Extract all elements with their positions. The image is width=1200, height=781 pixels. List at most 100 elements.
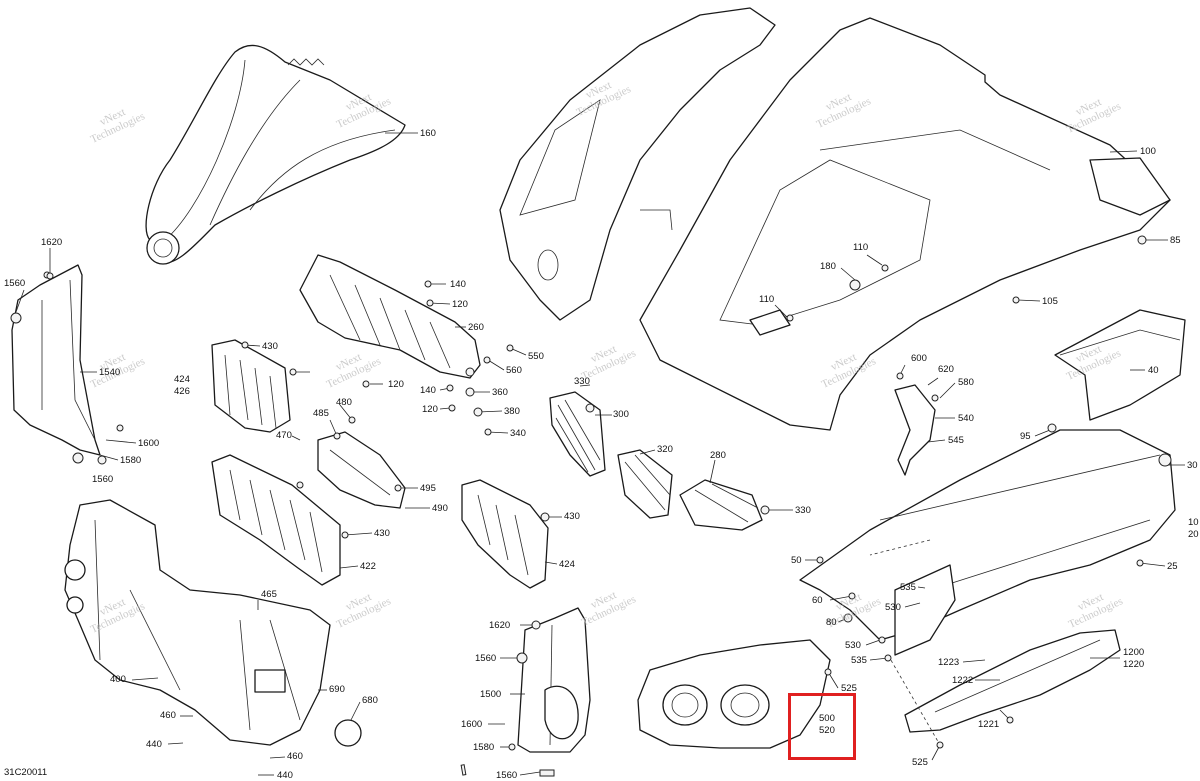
callout-1200: 1200 <box>1123 647 1145 658</box>
callout-100: 100 <box>1140 146 1156 157</box>
callout-520: 520 <box>819 725 835 736</box>
part-1500-right-panel <box>517 607 591 753</box>
callout-485: 485 <box>313 408 329 419</box>
callout-180: 180 <box>820 261 836 272</box>
callout-430: 430 <box>262 341 278 352</box>
callout-1580: 1580 <box>473 742 495 753</box>
callout-1620: 1620 <box>41 237 63 248</box>
callout-120: 120 <box>452 299 468 310</box>
callout-440: 440 <box>146 739 162 750</box>
callout-330: 330 <box>574 376 590 387</box>
callout-460: 460 <box>287 751 303 762</box>
callout-465: 465 <box>261 589 277 600</box>
part-424-side-vent <box>461 479 549 589</box>
callout-380: 380 <box>504 406 520 417</box>
assembly-line-535 <box>869 539 931 556</box>
callout-1560: 1560 <box>475 653 497 664</box>
callout-530: 530 <box>885 602 901 613</box>
callout-1560: 1560 <box>92 474 114 485</box>
callout-260: 260 <box>468 322 484 333</box>
part-280-mesh <box>679 479 763 531</box>
callout-105: 105 <box>1042 296 1058 307</box>
callout-540: 540 <box>958 413 974 424</box>
part-260-grille-frame <box>299 254 481 379</box>
callout-20: 20 <box>1188 529 1199 540</box>
callout-1221: 1221 <box>978 719 1000 730</box>
callout-400: 400 <box>110 674 126 685</box>
callout-550: 550 <box>528 351 544 362</box>
callout-680: 680 <box>362 695 378 706</box>
hardware-fasteners <box>46 235 1172 777</box>
callout-422: 422 <box>360 561 376 572</box>
callout-424: 424 <box>174 374 190 385</box>
callout-535: 535 <box>851 655 867 666</box>
callout-1220: 1220 <box>1123 659 1145 670</box>
callout-426: 426 <box>174 386 190 397</box>
drawing-code: 31C20011 <box>4 767 48 778</box>
callout-95: 95 <box>1020 431 1031 442</box>
callout-25: 25 <box>1167 561 1178 572</box>
callout-160: 160 <box>420 128 436 139</box>
callout-leaders <box>15 132 1185 776</box>
callout-490: 490 <box>432 503 448 514</box>
callout-1560: 1560 <box>496 770 518 781</box>
part-500-headlight-cover <box>637 639 831 749</box>
callout-1620: 1620 <box>489 620 511 631</box>
part-100-main-body <box>639 17 1171 431</box>
callout-535: 535 <box>900 582 916 593</box>
callout-140: 140 <box>450 279 466 290</box>
callout-330: 330 <box>795 505 811 516</box>
part-490-bracket <box>317 431 406 509</box>
callout-1500: 1500 <box>480 689 502 700</box>
part-540-bracket <box>894 384 936 476</box>
assembly-line-525 <box>887 654 941 746</box>
callout-600: 600 <box>911 353 927 364</box>
callout-480: 480 <box>336 397 352 408</box>
callout-530: 530 <box>845 640 861 651</box>
callout-690: 690 <box>329 684 345 695</box>
callout-360: 360 <box>492 387 508 398</box>
part-400-lower-front <box>64 499 331 746</box>
callout-440: 440 <box>277 770 293 781</box>
callout-560: 560 <box>506 365 522 376</box>
part-40-side-tray <box>1054 309 1186 421</box>
callout-300: 300 <box>613 409 629 420</box>
callout-50: 50 <box>791 555 802 566</box>
callout-40: 40 <box>1148 365 1159 376</box>
highlight-box: 500 520 <box>788 693 856 760</box>
part-300-mesh <box>549 391 606 477</box>
callout-1540: 1540 <box>99 367 121 378</box>
part-422-lower-vent <box>211 454 341 586</box>
callout-320: 320 <box>657 444 673 455</box>
callout-525: 525 <box>841 683 857 694</box>
callout-140: 140 <box>420 385 436 396</box>
callout-1560: 1560 <box>4 278 26 289</box>
callout-80: 80 <box>826 617 837 628</box>
callout-1600: 1600 <box>138 438 160 449</box>
callout-30: 30 <box>1187 460 1198 471</box>
part-1540-left-panel <box>10 264 101 464</box>
part-front-fender <box>499 7 776 321</box>
part-10-side-body <box>799 429 1176 656</box>
callout-424: 424 <box>559 559 575 570</box>
callout-460: 460 <box>160 710 176 721</box>
callout-120: 120 <box>422 404 438 415</box>
callout-280: 280 <box>710 450 726 461</box>
callout-10: 10 <box>1188 517 1199 528</box>
callout-470: 470 <box>276 430 292 441</box>
part-320-mesh <box>617 449 673 519</box>
part-424-upper-vent <box>211 339 291 433</box>
callout-120: 120 <box>388 379 404 390</box>
callout-60: 60 <box>812 595 823 606</box>
callout-545: 545 <box>948 435 964 446</box>
callout-110: 110 <box>759 294 775 305</box>
callout-620: 620 <box>938 364 954 375</box>
callout-1580: 1580 <box>120 455 142 466</box>
callout-430: 430 <box>374 528 390 539</box>
part-680-cap <box>334 719 362 747</box>
callout-340: 340 <box>510 428 526 439</box>
callout-525: 525 <box>912 757 928 768</box>
callout-580: 580 <box>958 377 974 388</box>
